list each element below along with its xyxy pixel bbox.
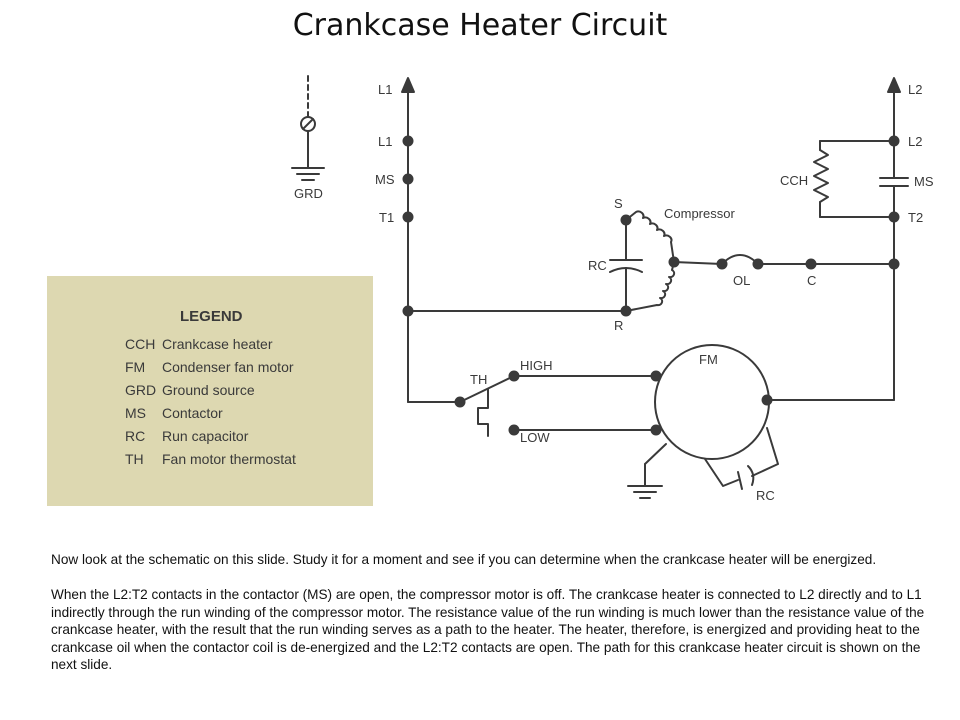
label-s: S [614,196,623,211]
legend-desc: Condenser fan motor [162,359,294,375]
overload-line [673,254,895,270]
legend-heading: LEGEND [180,308,243,325]
legend-desc: Run capacitor [162,428,249,444]
compressor-motor [609,210,680,317]
legend-panel: LEGEND CCH Crankcase heater FM Condenser f… [47,276,373,506]
legend-item: TH Fan motor thermostat [125,451,296,467]
legend-desc: Crankcase heater [162,336,273,352]
label-compressor: Compressor [664,206,735,221]
label-t1: T1 [379,210,394,225]
legend-item: GRD Ground source [125,382,255,398]
legend-desc: Contactor [162,405,223,421]
legend-desc: Fan motor thermostat [162,451,296,467]
label-th: TH [470,372,487,387]
legend-desc: Ground source [162,382,255,398]
legend-item: MS Contactor [125,405,223,421]
label-cch: CCH [780,173,808,188]
body-paragraph-2: When the L2:T2 contacts in the contactor… [51,587,925,672]
label-l2: L2 [908,134,922,149]
label-ms-left: MS [375,172,395,187]
label-l1-top: L1 [378,82,392,97]
condenser-fan-motor [627,344,895,499]
legend-abbr: CCH [125,336,156,352]
label-t2: T2 [908,210,923,225]
fan-thermostat-switch [407,370,657,437]
l2-line [879,77,909,401]
legend-item: CCH Crankcase heater [125,336,273,352]
legend-abbr: FM [125,359,146,375]
crankcase-heater-resistor [813,140,895,218]
label-fm: FM [699,352,718,367]
ground-source-symbol [291,75,325,181]
label-high: HIGH [520,358,553,373]
legend-abbr: RC [125,428,146,444]
label-grd: GRD [294,186,323,201]
legend-item: FM Condenser fan motor [125,359,294,375]
legend-abbr: TH [125,451,144,467]
label-ol: OL [733,273,750,288]
label-ms-right: MS [914,174,934,189]
label-rc-fan: RC [756,488,775,503]
label-low: LOW [520,430,550,445]
slide-title: Crankcase Heater Circuit [292,8,668,43]
slide-body-text: Now look at the schematic on this slide.… [51,551,931,691]
legend-abbr: MS [125,405,146,421]
label-l2-top: L2 [908,82,922,97]
legend-abbr: GRD [125,382,157,398]
label-r: R [614,318,623,333]
label-rc-compressor: RC [588,258,607,273]
legend-item: RC Run capacitor [125,428,248,444]
label-c: C [807,273,816,288]
schematic-diagram: L1 L1 MS T1 L2 L2 MS T2 CCH GRD S Compre… [291,75,934,503]
label-l1: L1 [378,134,392,149]
body-paragraph-1: Now look at the schematic on this slide.… [51,552,877,567]
l1-line [401,77,415,403]
